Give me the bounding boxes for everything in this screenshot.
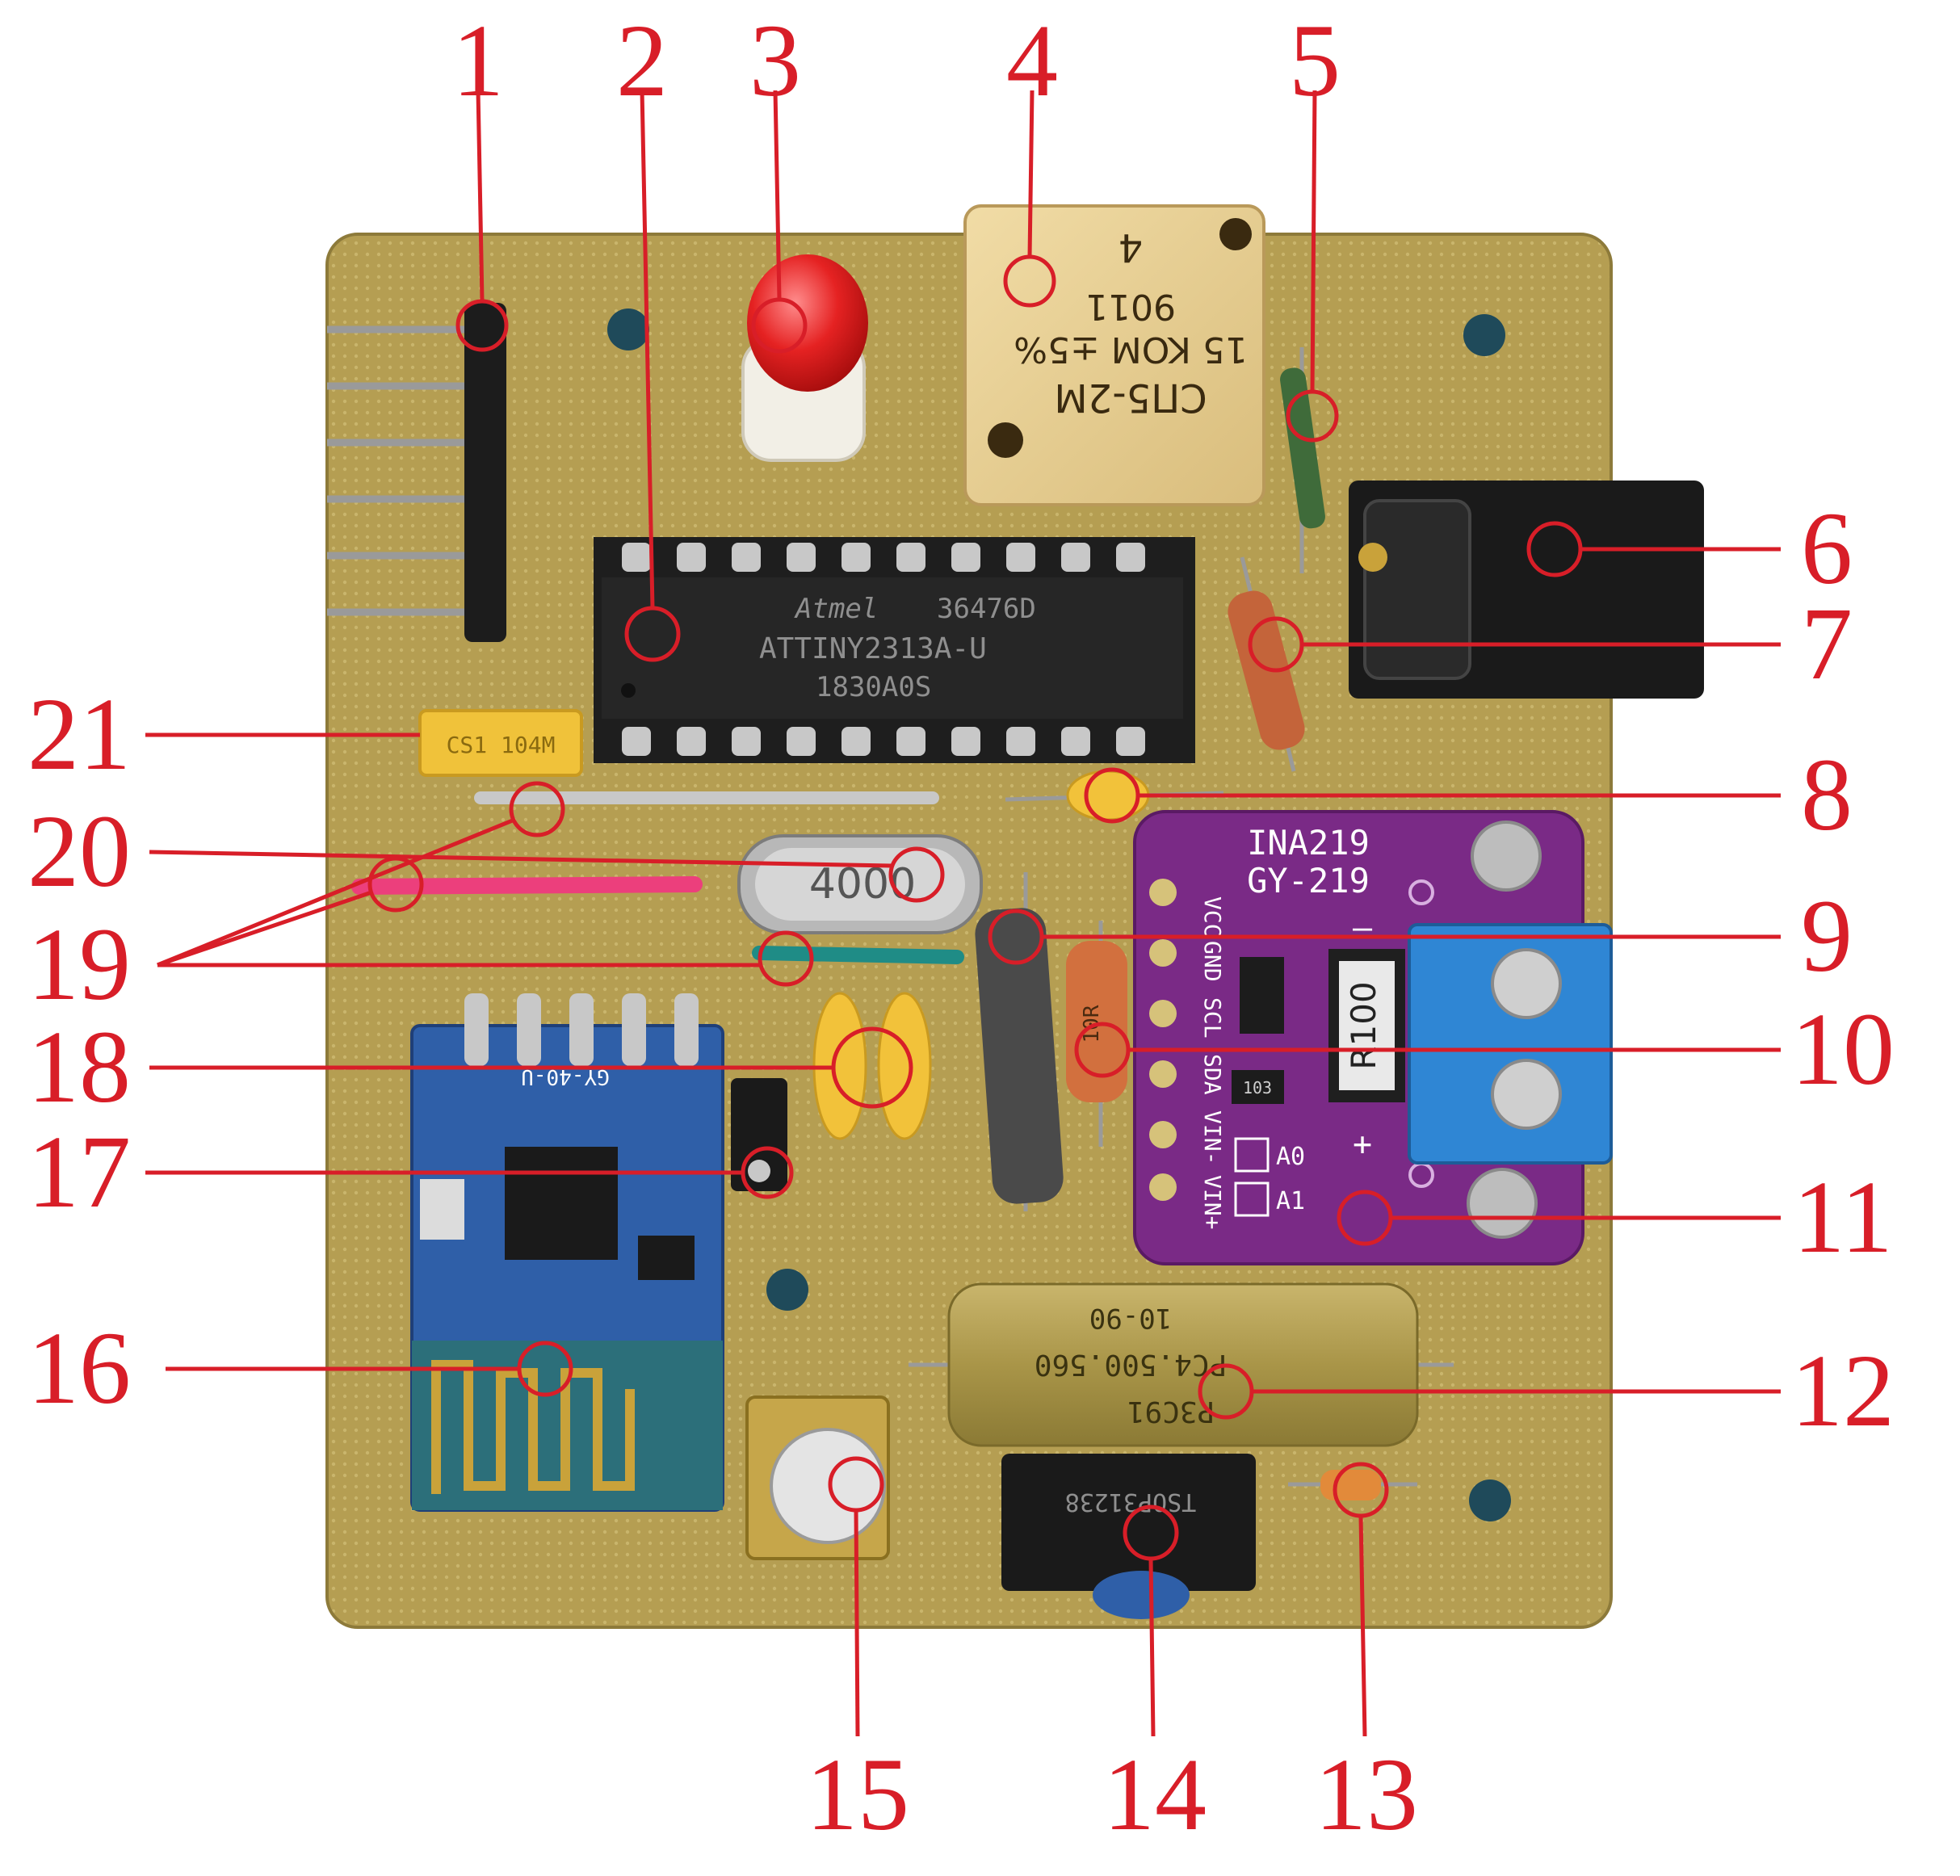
ina-pin-vcc: VCC <box>1199 896 1226 938</box>
film-capacitor: 10-90 PC4.500.560 P3C91 <box>909 1282 1454 1447</box>
callout-16: 16 <box>27 1311 131 1425</box>
callout-6: 6 <box>1801 491 1853 606</box>
mcu-code: 36476D <box>937 593 1036 625</box>
film-cap-code: PC4.500.560 <box>1035 1348 1227 1381</box>
ina-pin-gnd: GND <box>1199 941 1226 982</box>
ina-subtitle: GY-219 <box>1247 861 1370 900</box>
callout-2: 2 <box>616 3 668 118</box>
callout-21: 21 <box>27 677 131 791</box>
tantalum-capacitor: CS1 104M <box>418 709 583 777</box>
mcu-atmel-attiny: Atmel 36476D ATTINY2313A-U 1830A0S <box>594 537 1195 763</box>
pot-code: 9011 <box>1085 286 1176 327</box>
ring-19b <box>509 781 565 837</box>
pot-value: 15 KOM ±5% <box>1014 329 1248 370</box>
tantalum-label: CS1 104M <box>447 732 556 758</box>
ring-20 <box>888 846 945 903</box>
callout-14: 14 <box>1103 1737 1207 1852</box>
trimmer-screw <box>745 1395 890 1560</box>
ir-receiver-label: TSOP31238 <box>1065 1488 1197 1516</box>
ina-minus-mark: – <box>1353 909 1373 946</box>
ina-pin-scl: SCL <box>1199 997 1226 1039</box>
callout-numbers: 1 2 3 4 5 6 7 8 9 10 11 12 13 14 15 16 1… <box>27 3 1895 1852</box>
mounting-hole <box>607 308 649 350</box>
mounting-hole <box>1463 314 1505 356</box>
pin-header <box>327 303 506 642</box>
ina-title: INA219 <box>1247 823 1370 862</box>
callout-13: 13 <box>1315 1737 1418 1852</box>
callout-10: 10 <box>1791 992 1895 1106</box>
red-led <box>741 254 868 462</box>
callout-17: 17 <box>27 1114 131 1229</box>
callout-1: 1 <box>452 3 504 118</box>
ina-pin-vin-plus: VIN+ <box>1199 1175 1226 1229</box>
screw-terminal-block <box>1408 923 1613 1165</box>
pot-number: 4 <box>1119 225 1144 270</box>
callout-7: 7 <box>1801 586 1853 701</box>
callout-19: 19 <box>27 907 131 1022</box>
callout-4: 4 <box>1006 3 1058 118</box>
callout-20: 20 <box>27 794 131 909</box>
callout-12: 12 <box>1791 1333 1895 1448</box>
ina-pin-sda: SDA <box>1199 1054 1226 1095</box>
mounting-hole <box>1469 1479 1511 1521</box>
film-cap-date: 10-90 <box>1089 1302 1172 1334</box>
pot-type: СП5-2М <box>1054 375 1207 420</box>
callout-8: 8 <box>1801 737 1853 852</box>
ina-a1-label: A1 <box>1276 1187 1305 1215</box>
mcu-brand: Atmel <box>794 593 878 625</box>
mcu-date: 1830A0S <box>816 671 931 703</box>
quartz-crystal: 4000 <box>737 834 983 934</box>
mounting-hole <box>766 1269 808 1311</box>
crystal-label: 4000 <box>809 860 916 909</box>
ferrite-inductor <box>975 872 1064 1211</box>
ina-chip-label: 103 <box>1243 1078 1272 1097</box>
callout-5: 5 <box>1289 3 1341 118</box>
callout-leaders <box>145 90 1781 1737</box>
ina-plus-mark: + <box>1353 1126 1372 1163</box>
ina-pin-vin-minus: VIN- <box>1199 1110 1226 1165</box>
callout-11: 11 <box>1793 1160 1892 1274</box>
jumper-wires <box>351 791 964 964</box>
trimmer-potentiometer: 4 9011 15 KOM ±5% СП5-2М <box>963 204 1265 506</box>
dc-power-jack <box>1349 481 1704 699</box>
callout-9: 9 <box>1801 879 1853 993</box>
rf-module: GY-40-U <box>410 993 724 1512</box>
callout-3: 3 <box>749 3 801 118</box>
mcu-part: ATTINY2313A-U <box>759 632 987 665</box>
callout-15: 15 <box>806 1737 909 1852</box>
callout-18: 18 <box>27 1009 131 1124</box>
ring-19c <box>758 930 814 987</box>
shunt-resistor-label: R100 <box>1344 981 1383 1069</box>
ina-a0-label: A0 <box>1276 1143 1305 1171</box>
